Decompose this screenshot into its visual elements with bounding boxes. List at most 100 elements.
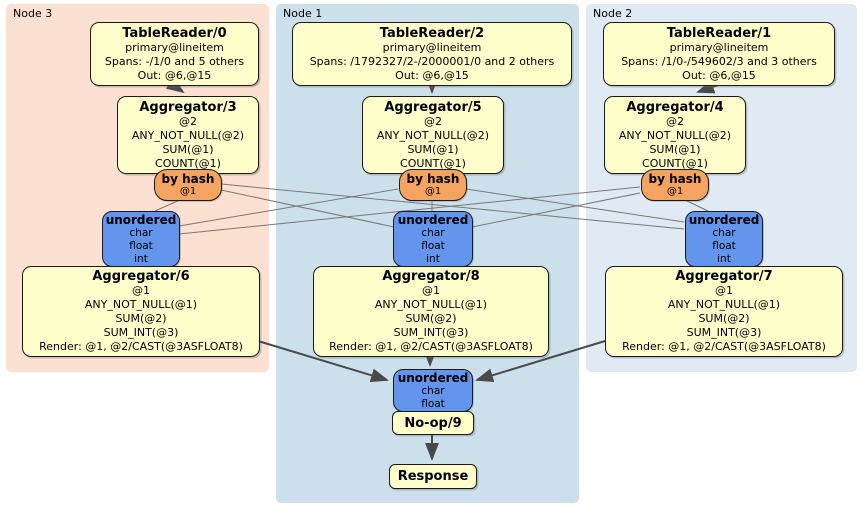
processor-title: Aggregator/8 (382, 269, 480, 284)
group-node-1-label: Node 1 (283, 7, 323, 20)
processor-detail: @2 (666, 114, 684, 128)
processor-title: Aggregator/7 (675, 269, 773, 284)
processor-tablereader-0: TableReader/0 primary@lineitem Spans: -/… (90, 22, 259, 86)
processor-detail: SUM(@2) (115, 312, 167, 325)
edge-router4-sync3 (178, 186, 641, 235)
processor-detail: SUM(@2) (698, 312, 750, 325)
processor-title: Aggregator/3 (139, 99, 237, 115)
processor-title: Response (397, 469, 469, 484)
sync-title: unordered (688, 212, 760, 227)
processor-title: TableReader/0 (122, 25, 227, 41)
edge-router4-sync1 (471, 192, 641, 228)
edge-aggregator7-final-sync (475, 340, 606, 383)
processor-title: TableReader/1 (666, 25, 772, 41)
router-by-hash-node1: by hash @1 (399, 169, 467, 201)
processor-detail: COUNT(@1) (400, 156, 466, 170)
processor-title: Aggregator/4 (626, 99, 724, 115)
processor-detail: Out: @6,@15 (395, 68, 469, 82)
processor-tablereader-1: TableReader/1 primary@lineitem Spans: /1… (603, 22, 835, 86)
processor-detail: Out: @6,@15 (682, 68, 756, 82)
sync-detail: char (129, 226, 153, 239)
router-detail: @1 (424, 186, 442, 197)
processor-detail: Spans: /1792327/2-/2000001/0 and 2 other… (309, 54, 555, 68)
processor-detail: SUM(@1) (649, 142, 701, 156)
edge-router3-sync1 (220, 189, 395, 228)
processor-detail: @1 (422, 284, 440, 297)
processor-detail: ANY_NOT_NULL(@1) (374, 298, 488, 311)
router-title: by hash (161, 172, 215, 186)
processor-detail: ANY_NOT_NULL(@1) (667, 298, 781, 311)
sync-unordered-node2: unordered char float int (685, 211, 763, 267)
processor-detail: primary@lineitem (382, 40, 482, 54)
sync-detail: float (421, 239, 445, 252)
edge-router5-sync3 (178, 188, 399, 227)
router-detail: @1 (179, 186, 197, 197)
edge-router5-sync2 (465, 188, 685, 223)
processor-aggregator-6: Aggregator/6 @1 ANY_NOT_NULL(@1) SUM(@2)… (22, 266, 260, 357)
edge-tablereader0-aggregator3 (165, 77, 185, 94)
sync-unordered-node1: unordered char float int (393, 211, 473, 267)
router-title: by hash (648, 172, 702, 186)
processor-detail: Spans: -/1/0 and 5 others (104, 54, 245, 68)
sync-detail: float (712, 239, 736, 252)
sync-detail: char (421, 226, 445, 239)
processor-detail: COUNT(@1) (155, 156, 221, 170)
processor-detail: ANY_NOT_NULL(@2) (131, 128, 245, 142)
sync-detail: int (717, 252, 731, 265)
processor-detail: primary@lineitem (669, 40, 769, 54)
sync-detail: char (712, 226, 736, 239)
edge-tablereader1-aggregator4 (696, 80, 719, 94)
processor-detail: primary@lineitem (125, 40, 224, 54)
sync-title: unordered (105, 212, 177, 227)
sync-detail: char (421, 384, 445, 397)
processor-detail: ANY_NOT_NULL(@2) (618, 128, 732, 142)
router-detail: @1 (666, 186, 684, 197)
processor-aggregator-5: Aggregator/5 @2 ANY_NOT_NULL(@2) SUM(@1)… (362, 96, 504, 174)
sync-detail: int (426, 252, 440, 265)
processor-detail: Render: @1, @2/CAST(@3ASFLOAT8) (39, 340, 243, 353)
processor-aggregator-8: Aggregator/8 @1 ANY_NOT_NULL(@1) SUM(@2)… (313, 266, 549, 357)
group-node-3-label: Node 3 (13, 7, 53, 20)
processor-detail: Out: @6,@15 (137, 68, 212, 82)
processor-detail: SUM_INT(@3) (393, 326, 469, 339)
processor-detail: SUM_INT(@3) (103, 326, 179, 339)
processor-detail: COUNT(@1) (642, 156, 708, 170)
processor-aggregator-3: Aggregator/3 @2 ANY_NOT_NULL(@2) SUM(@1)… (117, 96, 259, 174)
processor-detail: ANY_NOT_NULL(@1) (84, 298, 198, 311)
router-by-hash-node3: by hash @1 (154, 169, 222, 201)
router-by-hash-node2: by hash @1 (641, 169, 709, 201)
sync-detail: float (421, 397, 445, 410)
edge-aggregator6-final-sync (257, 340, 389, 383)
processor-detail: @2 (424, 114, 442, 128)
processor-title: Aggregator/5 (384, 99, 482, 115)
processor-detail: Spans: /1/0-/549602/3 and 3 others (621, 54, 817, 68)
processor-detail: @1 (715, 284, 733, 297)
processor-detail: @1 (132, 284, 150, 297)
processor-title: TableReader/2 (379, 25, 485, 41)
processor-aggregator-7: Aggregator/7 @1 ANY_NOT_NULL(@1) SUM(@2)… (605, 266, 843, 357)
sync-title: unordered (397, 212, 469, 227)
processor-detail: @2 (179, 114, 197, 128)
router-title: by hash (406, 172, 460, 186)
processor-detail: SUM(@2) (405, 312, 457, 325)
sync-title: unordered (397, 370, 469, 385)
processor-tablereader-2: TableReader/2 primary@lineitem Spans: /1… (292, 22, 572, 86)
sync-unordered-node3: unordered char float int (102, 211, 180, 267)
edge-router3-sync3 (154, 198, 183, 212)
processor-detail: SUM(@1) (407, 142, 459, 156)
group-node-2-label: Node 2 (593, 7, 633, 20)
processor-aggregator-4: Aggregator/4 @2 ANY_NOT_NULL(@2) SUM(@1)… (604, 96, 746, 174)
processor-noop-9: No-op/9 (392, 411, 474, 435)
processor-detail: SUM(@1) (162, 142, 214, 156)
processor-detail: Render: @1, @2/CAST(@3ASFLOAT8) (622, 340, 826, 353)
edge-router4-sync2 (682, 198, 709, 212)
sync-detail: float (129, 239, 153, 252)
processor-detail: ANY_NOT_NULL(@2) (376, 128, 490, 142)
processor-title: No-op/9 (404, 415, 462, 431)
sync-unordered-final: unordered char float (393, 369, 473, 412)
processor-title: Aggregator/6 (92, 269, 190, 284)
processor-response: Response (389, 464, 477, 489)
sync-detail: int (134, 252, 148, 265)
